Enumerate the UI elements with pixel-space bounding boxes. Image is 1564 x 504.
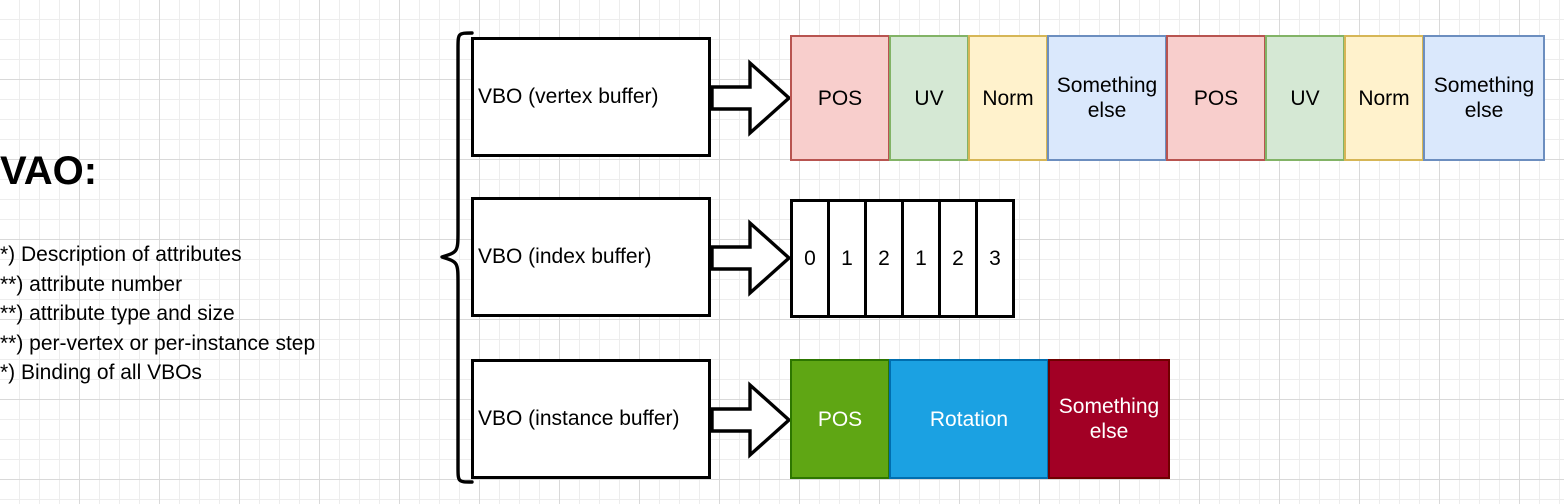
index-cell[interactable]: 2 [864,199,904,318]
vertex-attribute-segment[interactable]: UV [1265,35,1345,161]
instance-attribute-segment[interactable]: Something else [1048,359,1170,479]
vertex-attribute-segment[interactable]: POS [790,35,890,161]
page-title: VAO: [0,149,98,193]
instance-attribute-segment[interactable]: POS [790,359,890,479]
block-arrow-right-icon [710,219,792,297]
vertex-attribute-segment[interactable]: Norm [1344,35,1424,161]
vbo-index-buffer-box[interactable]: VBO (index buffer) [471,197,711,317]
index-cell[interactable]: 1 [827,199,867,318]
note-line: *) Description of attributes [0,243,242,266]
vbo-instance-buffer-box[interactable]: VBO (instance buffer) [471,359,711,479]
vbo-index-buffer-label: VBO (index buffer) [478,245,652,268]
note-line: **) attribute number [0,272,183,296]
instance-attribute-segment[interactable]: Rotation [889,359,1049,479]
vbo-vertex-buffer-label: VBO (vertex buffer) [478,85,659,108]
index-cell[interactable]: 0 [790,199,830,318]
vao-notes-list: *) Description of attributes **) attribu… [0,240,315,388]
vertex-attribute-segment[interactable]: Something else [1423,35,1545,161]
note-line: **) attribute type and size [0,302,235,325]
note-line: *) Binding of all VBOs [0,361,202,384]
index-cell[interactable]: 3 [975,199,1015,318]
vertex-buffer-layout-strip: POS UV Norm Something else POS UV Norm S… [790,35,1545,161]
vertex-attribute-segment[interactable]: UV [889,35,969,161]
index-buffer-cells-strip: 0 1 2 1 2 3 [790,199,1015,318]
vbo-vertex-buffer-box[interactable]: VBO (vertex buffer) [471,37,711,157]
vertex-attribute-segment[interactable]: POS [1166,35,1266,161]
index-cell[interactable]: 2 [938,199,978,318]
block-arrow-right-icon [710,59,792,137]
index-cell[interactable]: 1 [901,199,941,318]
vertex-attribute-segment[interactable]: Norm [968,35,1048,161]
vbo-instance-buffer-label: VBO (instance buffer) [478,407,680,430]
block-arrow-right-icon [710,381,792,459]
instance-buffer-layout-strip: POS Rotation Something else [790,359,1170,479]
curly-brace-icon [440,31,474,484]
note-line: **) per-vertex or per-instance step [0,331,316,355]
vertex-attribute-segment[interactable]: Something else [1047,35,1167,161]
